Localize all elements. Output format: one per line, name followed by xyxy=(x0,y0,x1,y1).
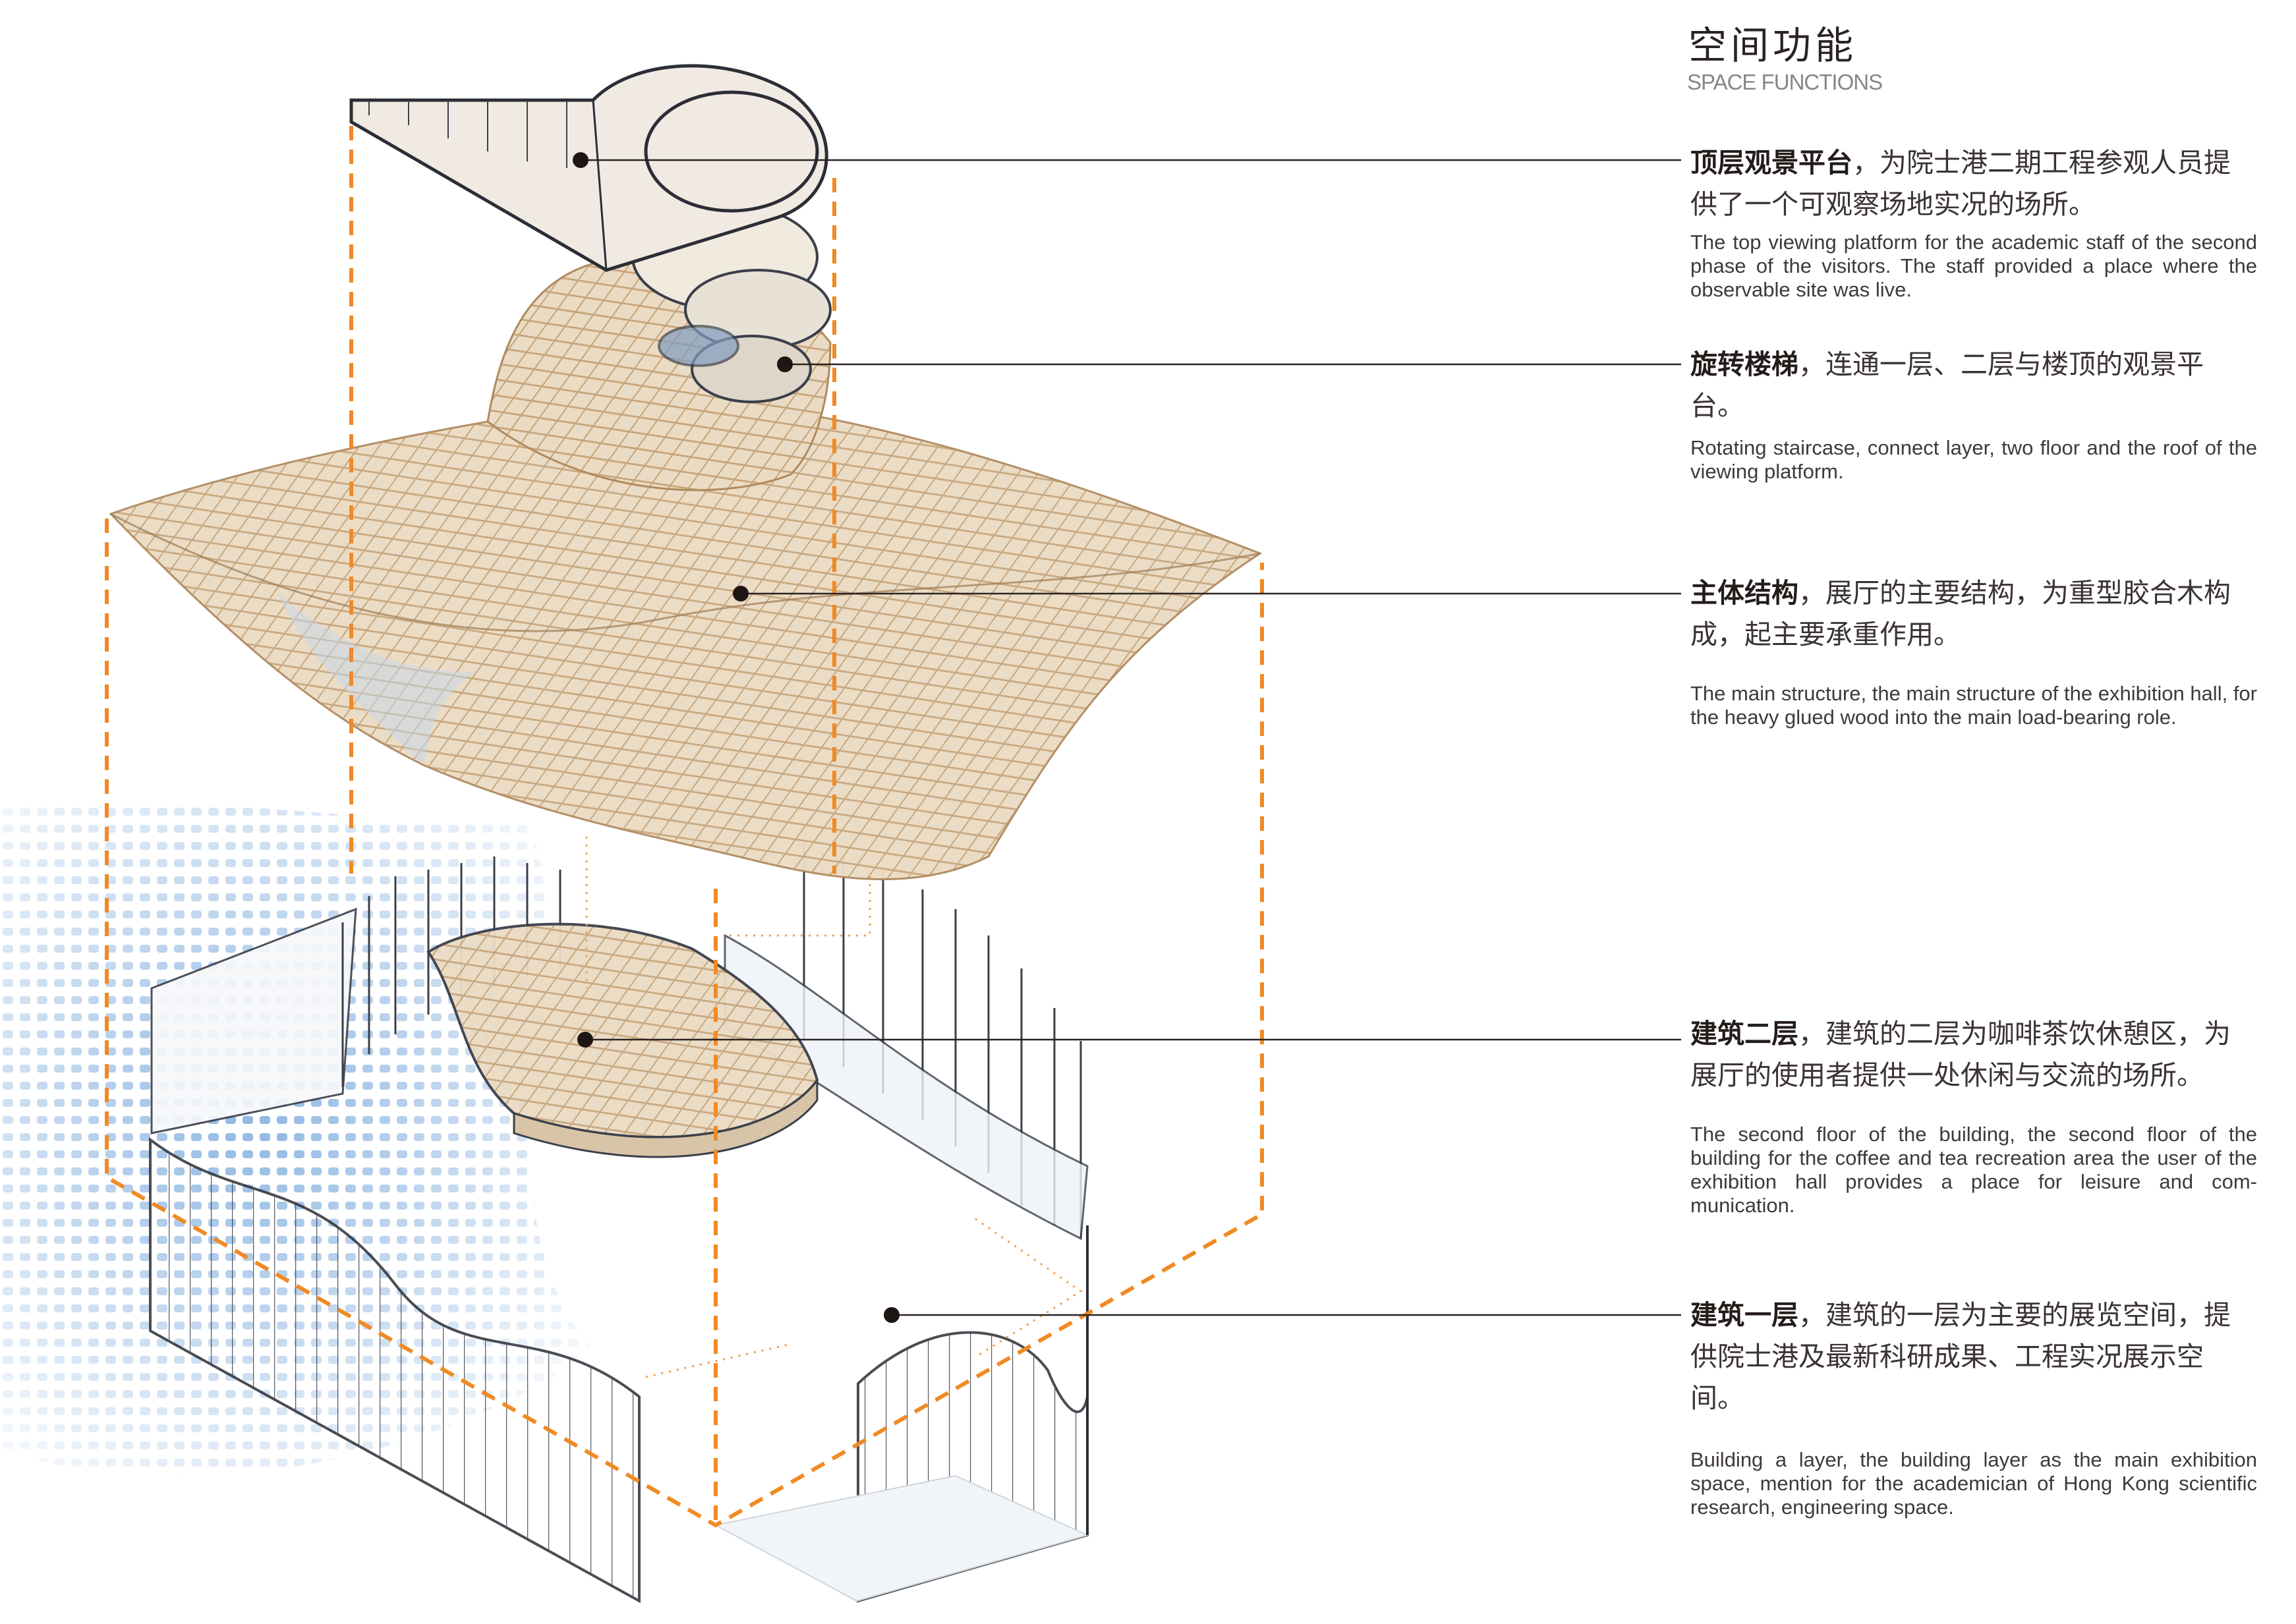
ground-floor-glass-wall xyxy=(149,1136,1089,1604)
section-text: ，为院士港二期工程参观人员提供了一个可观察场地实况的场所。 xyxy=(1690,147,2231,220)
section-second-floor: 建筑二层，建筑的二层为咖啡茶饮休憩区，为展厅的使用者提供一处休闲与交流的场所。 … xyxy=(1690,1013,2257,1218)
section-heading: 建筑二层 xyxy=(1690,1018,1798,1050)
section-main-structure: 主体结构，展厅的主要结构，为重型胶合木构成，起主要承重作用。 The main … xyxy=(1690,573,2257,729)
leader-lines xyxy=(581,159,1681,1316)
leader-dots xyxy=(573,152,900,1323)
section-text: ，展厅的主要结构，为重型胶合木构成，起主要承重作用。 xyxy=(1690,577,2231,650)
section-english: Rotating staircase, connect layer, two f… xyxy=(1690,436,2257,483)
section-english: The second floor of the building, the se… xyxy=(1690,1123,2257,1217)
section-text: ，建筑的二层为咖啡茶饮休憩区，为展厅的使用者提供一处休闲与交流的场所。 xyxy=(1690,1018,2231,1091)
dot-main-structure xyxy=(733,586,749,602)
section-english: Building a layer, the building layer as … xyxy=(1690,1448,2257,1519)
section-text: ，连通一层、二层与楼顶的观景平台。 xyxy=(1690,349,2204,422)
second-floor-walls xyxy=(150,843,1089,1241)
section-heading: 顶层观景平台 xyxy=(1690,147,1852,179)
dot-top-platform xyxy=(573,152,588,168)
section-text: ，建筑的一层为主要的展览空间，提供院士港及最新科研成果、工程实况展示空间。 xyxy=(1690,1299,2231,1414)
section-heading: 主体结构 xyxy=(1690,577,1798,609)
top-viewing-platform xyxy=(349,64,828,272)
dot-staircase xyxy=(777,356,793,372)
section-heading: 旋转楼梯 xyxy=(1690,349,1798,380)
section-ground-floor: 建筑一层，建筑的一层为主要的展览空间，提供院士港及最新科研成果、工程实况展示空间… xyxy=(1690,1295,2257,1519)
section-staircase: 旋转楼梯，连通一层、二层与楼顶的观景平台。 Rotating staircase… xyxy=(1690,344,2257,484)
section-english: The main structure, the main structure o… xyxy=(1690,682,2257,729)
dot-ground-floor xyxy=(884,1307,900,1323)
section-top-platform: 顶层观景平台，为院士港二期工程参观人员提供了一个可观察场地实况的场所。 The … xyxy=(1690,142,2257,302)
section-english: The top viewing platform for the academi… xyxy=(1690,231,2257,301)
dot-second-floor xyxy=(577,1032,593,1048)
second-floor-slab xyxy=(426,922,819,1158)
page-subtitle: SPACE FUNCTIONS xyxy=(1687,70,1883,94)
orange-dotted-lines xyxy=(585,837,1083,1378)
orange-guide-lines xyxy=(105,126,1264,1528)
section-heading: 建筑一层 xyxy=(1690,1299,1798,1331)
page-title: 空间功能 xyxy=(1688,23,1858,68)
